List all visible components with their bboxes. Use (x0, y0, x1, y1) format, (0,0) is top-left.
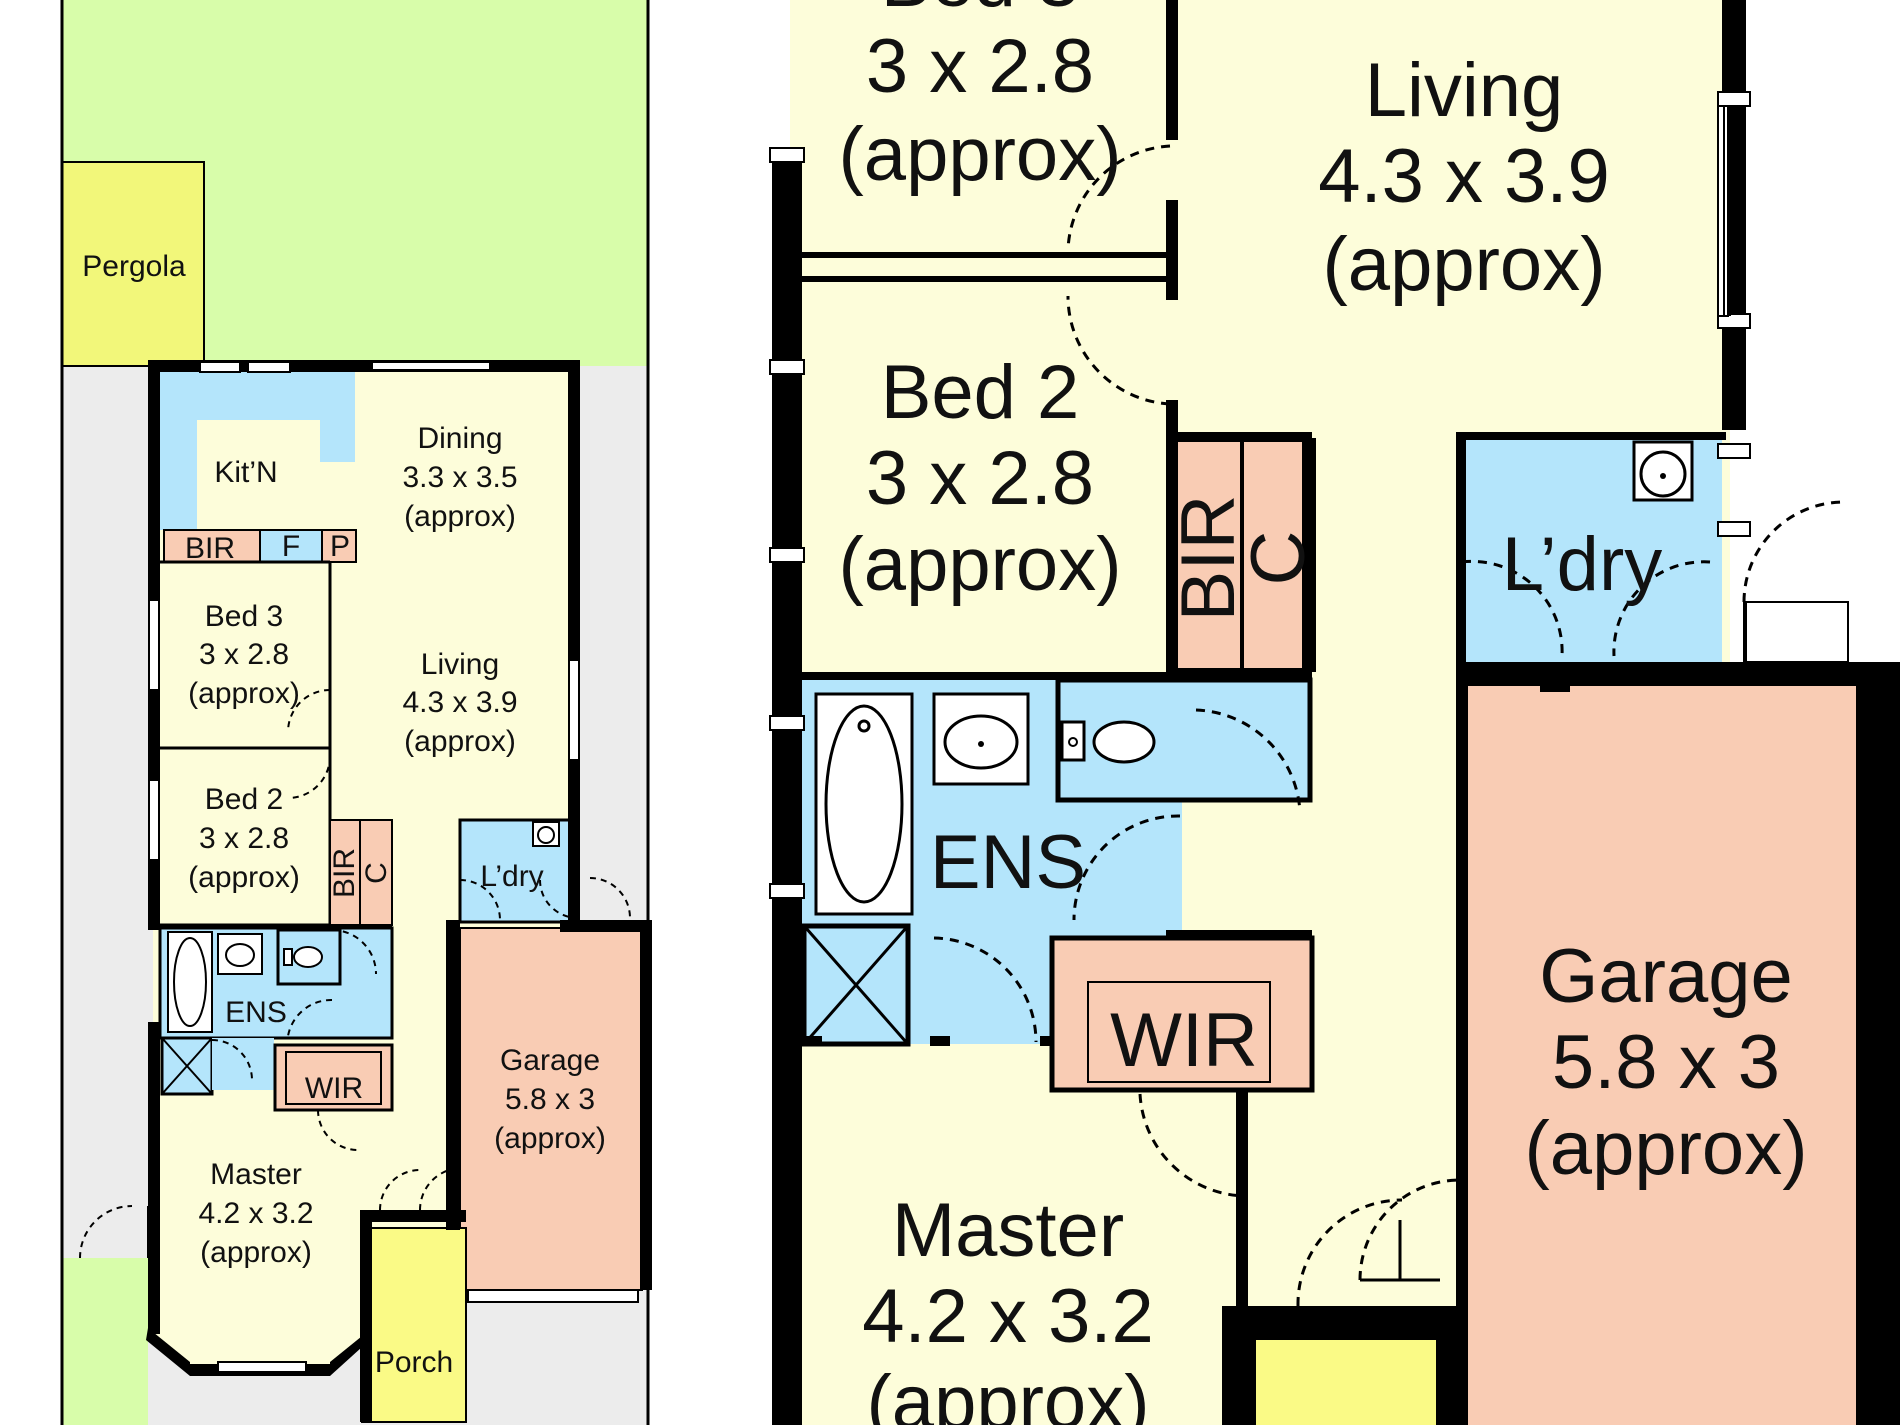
living-size: 4.3 x 3.9 (402, 686, 517, 719)
detail-ensuite-lower (1172, 800, 1182, 936)
garage-note: (approx) (494, 1122, 606, 1155)
master-note: (approx) (200, 1236, 312, 1269)
pergola-area (61, 161, 205, 367)
ensuite-label: ENS (225, 996, 287, 1029)
bed2-cupboard (359, 819, 393, 926)
living-note: (approx) (404, 725, 516, 758)
pantry (321, 529, 357, 563)
detail-bath-tub (824, 704, 904, 904)
detail-garage-room (1466, 686, 1866, 1425)
bath-tub (173, 937, 207, 1027)
dining-note: (approx) (404, 500, 516, 533)
detail-garage-name: Garage (1539, 934, 1793, 1019)
detail-garage-note: (approx) (1525, 1106, 1808, 1191)
detail-bed2-name: Bed 2 (881, 350, 1080, 435)
detail-basin-bowl (943, 714, 1019, 770)
detail-bed3-room (800, 0, 1170, 270)
wir-label: WIR (305, 1072, 363, 1105)
detail-toilet-bowl (1092, 720, 1156, 764)
shower-cross-b (161, 1037, 213, 1095)
detail-laundry-label: L’dry (1502, 522, 1663, 607)
fridge-label: F (282, 530, 300, 563)
porch-area (361, 1227, 467, 1423)
detail-basin (932, 692, 1030, 786)
ensuite-basin-bowl (225, 943, 255, 967)
detail-bath (814, 692, 914, 916)
garage-name: Garage (500, 1044, 600, 1077)
toilet-cistern (283, 948, 293, 966)
pantry-label: P (330, 530, 350, 563)
bed2-note: (approx) (188, 861, 300, 894)
overview-doors (79, 689, 631, 1259)
detail-master-size: 4.2 x 3.2 (862, 1274, 1154, 1359)
detail-bir-label: BIR (1166, 495, 1251, 622)
detail-master-note: (approx) (867, 1360, 1150, 1425)
front-lawn (62, 1258, 148, 1425)
detail-wir-label: WIR (1110, 998, 1258, 1083)
bed2-bir-label: BIR (328, 848, 361, 898)
dining-size: 3.3 x 3.5 (402, 461, 517, 494)
bed3-note: (approx) (188, 677, 300, 710)
laundry-tub-bowl (537, 826, 555, 844)
detail-laundry-tub-bowl (1639, 450, 1687, 498)
master-name: Master (210, 1158, 302, 1191)
porch-label: Porch (375, 1346, 453, 1379)
ensuite-passage (212, 1038, 274, 1090)
detail-living-name: Living (1365, 48, 1564, 133)
wir-shelf (285, 1051, 382, 1105)
bed2-cupboard-label: C (360, 862, 393, 884)
detail-bed3-size: 3 x 2.8 (866, 24, 1094, 109)
bed3-size: 3 x 2.8 (199, 638, 289, 671)
garage-room (459, 927, 643, 1291)
detail-living-size: 4.3 x 3.9 (1318, 134, 1610, 219)
kitchen-room (160, 372, 355, 530)
detail-bed2-note: (approx) (839, 522, 1122, 607)
detail-living-note: (approx) (1323, 222, 1606, 307)
detail-walls (772, 0, 1900, 1425)
detail-master-name: Master (892, 1188, 1124, 1273)
detail-doors (933, 144, 1845, 1307)
detail-bed3-name: Bed 3 (881, 0, 1080, 23)
garage-size: 5.8 x 3 (505, 1083, 595, 1116)
enlarged-detail: Bed 3 3 x 2.8 (approx) Living 4.3 x 3.9 … (769, 0, 1900, 1425)
bed3-name: Bed 3 (205, 600, 283, 633)
detail-garage-size: 5.8 x 3 (1552, 1020, 1780, 1105)
ensuite-basin (217, 933, 263, 975)
detail-windows (769, 91, 1849, 899)
detail-ensuite-label: ENS (930, 820, 1086, 905)
bed2-size: 3 x 2.8 (199, 822, 289, 855)
detail-cupboard-label: C (1236, 531, 1321, 586)
living-name: Living (421, 648, 499, 681)
detail-bed3-note: (approx) (839, 112, 1122, 197)
kitchen-label: Kit’N (214, 456, 277, 489)
pergola-label: Pergola (82, 250, 186, 283)
site-overview: Pergola Kit’N BIR F P Dining 3.3 x 3.5 (… (60, 0, 652, 1425)
wir-room (273, 1043, 394, 1112)
garage-door (467, 1289, 639, 1303)
detail-bed2-size: 3 x 2.8 (866, 436, 1094, 521)
dining-name: Dining (417, 422, 502, 455)
overview-windows (148, 361, 580, 1373)
kitchen-bench-bir (163, 529, 261, 563)
detail-toilet-cistern (1060, 720, 1086, 762)
bed2-name: Bed 2 (205, 783, 283, 816)
detail-wir-room (1049, 935, 1315, 1093)
kitchen-bir-label: BIR (185, 532, 235, 565)
detail-wir-shelf (1087, 981, 1271, 1083)
toilet-bowl (293, 946, 323, 968)
bath (167, 931, 213, 1033)
detail-porch-area (1256, 1340, 1436, 1425)
master-size: 4.2 x 3.2 (198, 1197, 313, 1230)
laundry-label: L’dry (480, 860, 543, 893)
